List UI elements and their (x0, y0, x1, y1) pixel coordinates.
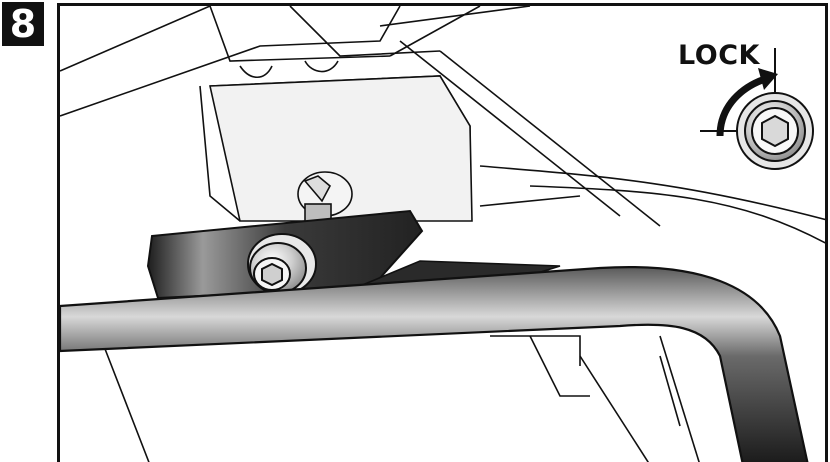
clamp-nut (297, 171, 353, 223)
clockwise-arrow-icon (716, 74, 770, 137)
installation-illustration (60, 6, 825, 462)
step-number-badge: 8 (2, 2, 44, 46)
frame-plate-shading (209, 75, 473, 222)
bracket-hex-bolt (247, 233, 317, 295)
hex-socket-bolt-icon (736, 92, 814, 170)
lock-callout (700, 48, 814, 170)
lock-label: LOCK (678, 40, 760, 71)
illustration-frame: LOCK (57, 3, 828, 462)
